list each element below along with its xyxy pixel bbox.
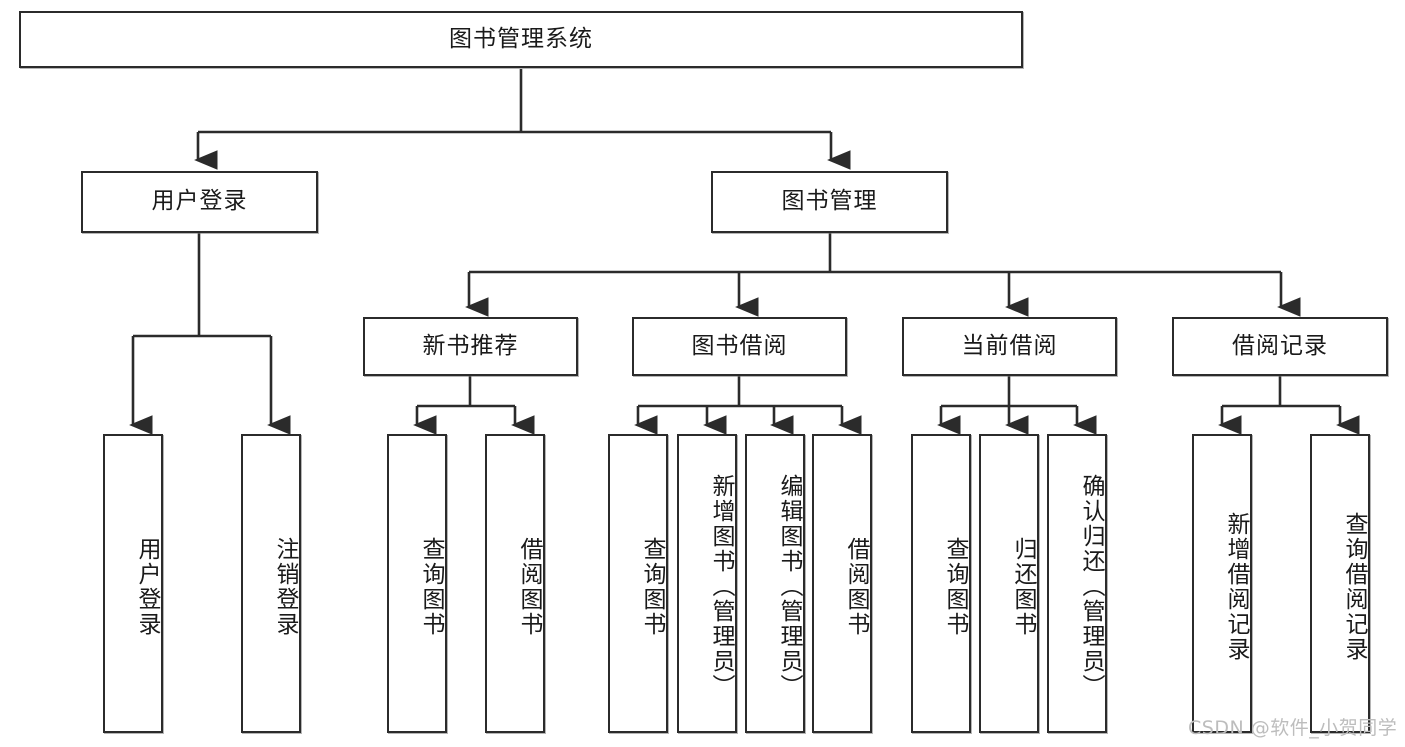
leaf-return-book[interactable]: 归还图书 <box>979 434 1039 733</box>
node-label: 查询图书 <box>418 536 444 637</box>
csdn-watermark: CSDN @软件_小贺同学 <box>1188 717 1398 739</box>
leaf-edit-book-admin[interactable]: 编辑图书（管理员） <box>745 434 805 733</box>
leaf-confirm-return-admin[interactable]: 确认归还（管理员） <box>1047 434 1107 733</box>
leaf-query-book-borrowing[interactable]: 查询图书 <box>608 434 668 733</box>
node-label: 借阅记录 <box>1232 332 1328 359</box>
node-borrowing-records[interactable]: 借阅记录 <box>1172 317 1388 376</box>
node-label: 查询图书 <box>639 536 665 637</box>
node-label: 新增图书（管理员） <box>708 474 734 699</box>
node-label: 图书管理系统 <box>449 25 593 52</box>
node-new-book-recommendation[interactable]: 新书推荐 <box>363 317 578 376</box>
node-current-borrowing[interactable]: 当前借阅 <box>902 317 1117 376</box>
node-label: 用户登录 <box>151 188 248 215</box>
leaf-query-book-recommendation[interactable]: 查询图书 <box>387 434 447 733</box>
node-label: 借阅图书 <box>516 536 542 637</box>
leaf-user-login[interactable]: 用户登录 <box>103 434 163 733</box>
node-label: 归还图书 <box>1010 536 1036 637</box>
leaf-borrow-book[interactable]: 借阅图书 <box>812 434 872 733</box>
node-label: 图书借阅 <box>691 332 788 359</box>
leaf-query-book-current[interactable]: 查询图书 <box>911 434 971 733</box>
node-label: 确认归还（管理员） <box>1078 474 1104 699</box>
node-label: 当前借阅 <box>961 332 1058 359</box>
node-label: 用户登录 <box>134 536 160 637</box>
node-book-management[interactable]: 图书管理 <box>711 171 948 233</box>
node-label: 借阅图书 <box>843 536 869 637</box>
node-root-book-management-system[interactable]: 图书管理系统 <box>19 11 1023 68</box>
leaf-user-logout[interactable]: 注销登录 <box>241 434 301 733</box>
node-label: 查询借阅记录 <box>1341 511 1367 662</box>
leaf-add-book-admin[interactable]: 新增图书（管理员） <box>677 434 737 733</box>
node-label: 图书管理 <box>781 188 878 215</box>
node-label: 新增借阅记录 <box>1223 511 1249 662</box>
leaf-query-borrowing-record[interactable]: 查询借阅记录 <box>1310 434 1370 733</box>
node-user-login[interactable]: 用户登录 <box>81 171 318 233</box>
node-label: 编辑图书（管理员） <box>776 474 802 699</box>
leaf-add-borrowing-record[interactable]: 新增借阅记录 <box>1192 434 1252 733</box>
node-label: 注销登录 <box>272 536 298 637</box>
leaf-borrow-book-recommendation[interactable]: 借阅图书 <box>485 434 545 733</box>
node-label: 新书推荐 <box>422 332 519 359</box>
node-book-borrowing[interactable]: 图书借阅 <box>632 317 847 376</box>
node-label: 查询图书 <box>942 536 968 637</box>
